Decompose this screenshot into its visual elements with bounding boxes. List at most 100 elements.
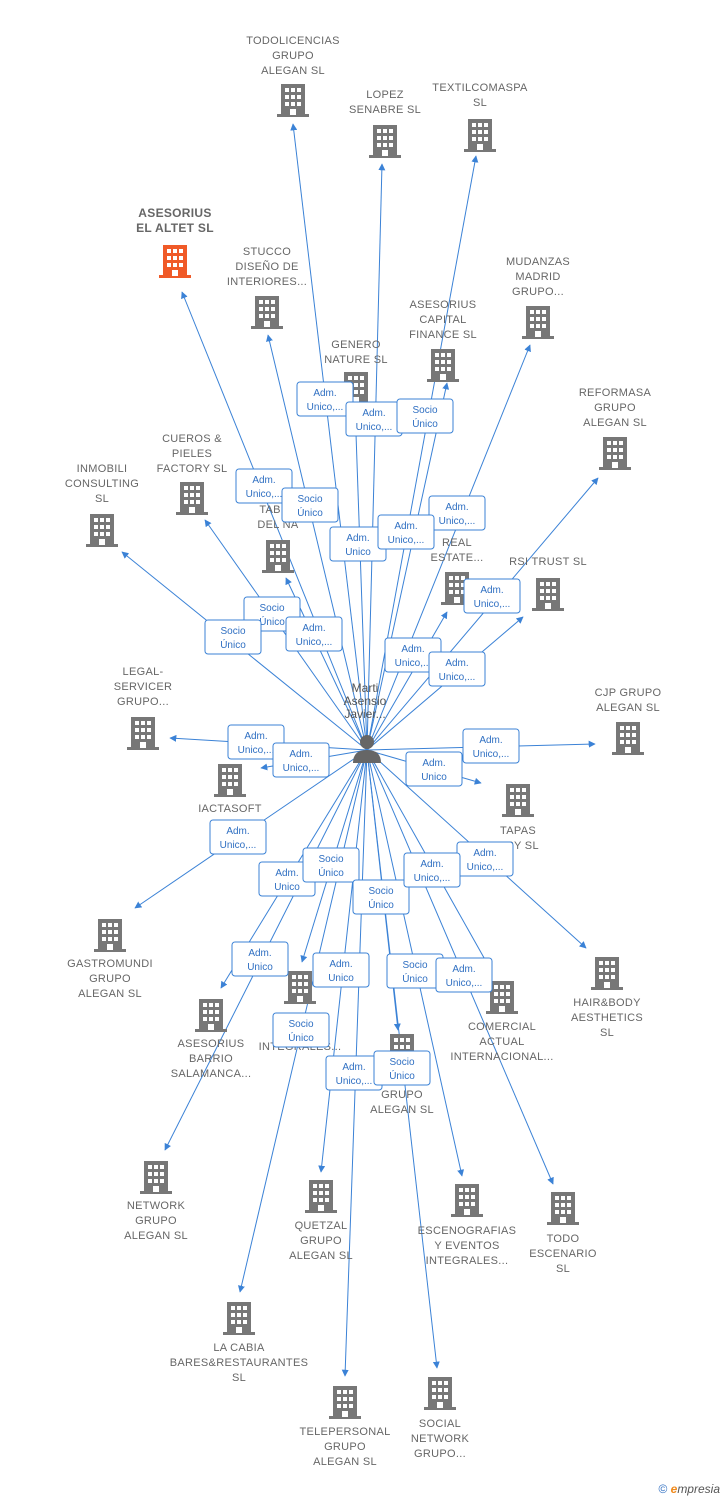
relation-text: Adm.Unico,...: [336, 1062, 373, 1087]
relation-label[interactable]: Adm.Unico,...: [435, 957, 493, 993]
relation-label[interactable]: Adm.Unico,...: [428, 495, 486, 531]
building-icon: [94, 919, 126, 952]
relation-label[interactable]: Adm.Unico,...: [235, 468, 293, 504]
building-icon: [176, 482, 208, 515]
relation-text: Adm.Unico,...: [473, 735, 510, 760]
building-icon: [262, 540, 294, 573]
relation-label[interactable]: Adm.Unico: [405, 751, 463, 787]
relation-label[interactable]: Adm.Unico: [312, 952, 370, 988]
building-icon: [223, 1302, 255, 1335]
relation-label[interactable]: Adm.Unico,...: [296, 381, 354, 417]
relation-text: Adm.Unico,...: [439, 658, 476, 683]
footer-brand[interactable]: © empresia: [658, 1482, 720, 1496]
edge-genero-nature: [351, 404, 368, 751]
relation-label[interactable]: Adm.Unico,...: [209, 819, 267, 855]
relation-text: Adm.Unico,...: [446, 964, 483, 989]
building-icon: [502, 784, 534, 817]
relation-label[interactable]: Adm.Unico,...: [428, 651, 486, 687]
relation-label[interactable]: Adm.Unico: [329, 526, 387, 562]
relation-label[interactable]: Adm.Unico,...: [272, 742, 330, 778]
building-icon: [369, 125, 401, 158]
relation-label[interactable]: Adm.Unico,...: [345, 401, 403, 437]
building-icon: [284, 971, 316, 1004]
relation-text: Adm.Unico,...: [439, 502, 476, 527]
relation-label[interactable]: Adm.Unico,...: [285, 616, 343, 652]
building-icon: [522, 306, 554, 339]
relation-text: Adm.Unico,...: [307, 388, 344, 413]
copyright-icon: ©: [658, 1482, 668, 1496]
relation-label[interactable]: Adm.Unico: [231, 941, 289, 977]
building-icon: [464, 119, 496, 152]
relation-label[interactable]: Adm.Unico,...: [456, 841, 514, 877]
relation-label[interactable]: Adm.Unico,...: [462, 728, 520, 764]
relation-text: Adm.Unico,...: [283, 749, 320, 774]
building-icon: [599, 437, 631, 470]
building-icon: [195, 999, 227, 1032]
building-icon: [214, 764, 246, 797]
edge-mudanzas: [366, 344, 531, 751]
relation-label[interactable]: Adm.Unico: [258, 861, 316, 897]
building-icon: [127, 717, 159, 750]
building-icon: [427, 349, 459, 382]
relation-label[interactable]: Adm.Unico,...: [377, 514, 435, 550]
person-icon: [353, 735, 381, 763]
relation-label[interactable]: Adm.Unico,...: [227, 724, 285, 760]
company-node-rsi-trust[interactable]: RSI TRUST SL: [509, 556, 587, 611]
relation-label[interactable]: Adm.Unico,...: [403, 852, 461, 888]
building-icon: [305, 1180, 337, 1213]
relation-text: Adm.Unico,...: [296, 623, 333, 648]
relation-label[interactable]: Adm.Unico,...: [463, 578, 521, 614]
relation-text: Adm.Unico,...: [467, 848, 504, 873]
